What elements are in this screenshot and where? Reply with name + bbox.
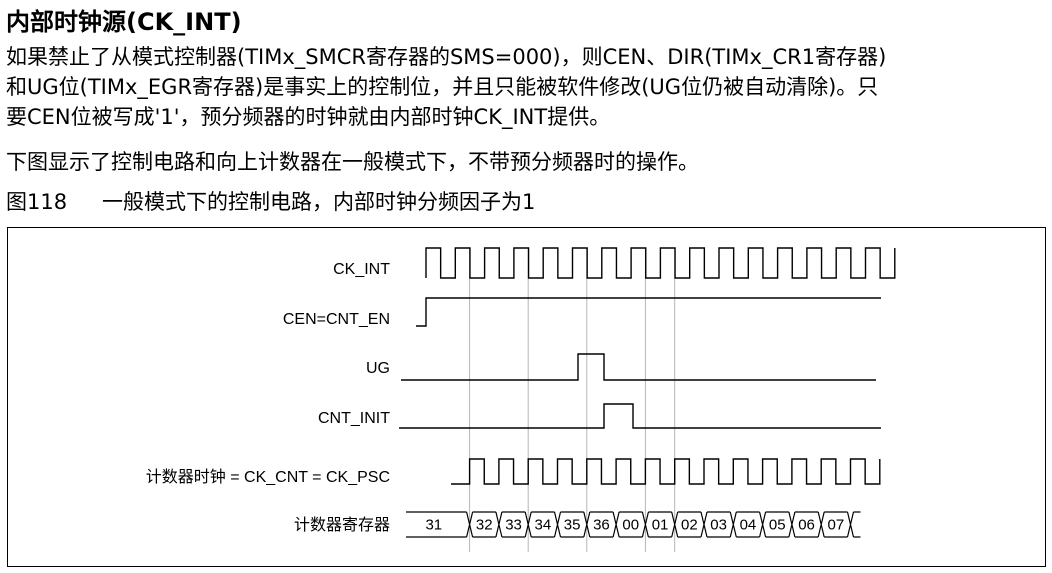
signal-label-ck-cnt: 计数器时钟 = CK_CNT = CK_PSC [146,468,390,486]
signal-label-ck-int: CK_INT [333,261,390,278]
section-heading: 内部时钟源(CK_INT) [6,8,242,36]
counter-value: 35 [564,517,581,534]
wave-ug [401,353,876,381]
counter-cell-outline [553,511,584,538]
paragraph-description: 如果禁止了从模式控制器(TIMx_SMCR寄存器的SMS=000)，则CEN、D… [6,42,886,132]
counter-value: 31 [425,517,442,534]
counter-cell-outline [524,511,555,538]
counter-cell-outline [846,511,861,538]
counter-cell-outline [641,511,672,538]
counter-value: 05 [769,517,786,534]
signal-label-ug: UG [366,360,390,377]
timing-diagram: CK_INT CEN=CNT_EN UG CNT_INIT 计数器时钟 = CK_CNT… [146,247,896,552]
counter-cell-outline [612,511,643,538]
counter-cell-outline [788,511,819,538]
counter-cell-outline [729,511,760,538]
counter-value: 33 [505,517,522,534]
counter-cell-outline [759,511,789,538]
timing-diagram-frame: CK_INT CEN=CNT_EN UG CNT_INIT 计数器时钟 = CK_CNT… [7,227,1046,567]
paragraph-line: 要CEN位被写成'1'，预分频器的时钟就由内部时钟CK_INT提供。 [6,105,611,129]
counter-cell-outline [817,511,848,538]
counter-cell-outline [495,511,526,538]
wave-cnt-init [399,403,881,429]
counter-value: 00 [622,517,639,534]
wave-ck-cnt [451,458,881,485]
counter-value: 06 [798,517,815,534]
paragraph-figure-intro: 下图显示了控制电路和向上计数器在一般模式下，不带预分频器时的操作。 [6,150,699,174]
signal-label-counter: 计数器寄存器 [294,516,390,534]
counter-cell-outline [700,511,731,538]
counter-value: 02 [681,517,698,534]
counter-cell-outline [406,511,467,538]
counter-value: 01 [652,517,669,534]
signal-label-cen: CEN=CNT_EN [283,311,390,328]
counter-value: 07 [828,517,845,534]
figure-caption: 图118 一般模式下的控制电路，内部时钟分频因子为1 [6,186,535,216]
counter-cell-outline [671,511,701,538]
counter-value: 34 [535,517,552,534]
counter-cell-outline [583,511,614,538]
counter-value: 36 [593,517,610,534]
figure-title: 一般模式下的控制电路，内部时钟分频因子为1 [102,190,536,214]
wave-ck-int [425,247,896,279]
counter-value: 32 [476,517,493,534]
counter-cell-outline [466,511,496,538]
paragraph-line: 和UG位(TIMx_EGR寄存器)是事实上的控制位，并且只能被软件修改(UG位仍… [6,75,879,99]
figure-number: 图118 [6,190,68,214]
counter-value: 03 [710,517,727,534]
wave-cen [416,297,881,327]
counter-value: 04 [740,517,757,534]
signal-label-cnt-init: CNT_INIT [318,410,390,427]
paragraph-line: 如果禁止了从模式控制器(TIMx_SMCR寄存器的SMS=000)，则CEN、D… [6,45,887,69]
